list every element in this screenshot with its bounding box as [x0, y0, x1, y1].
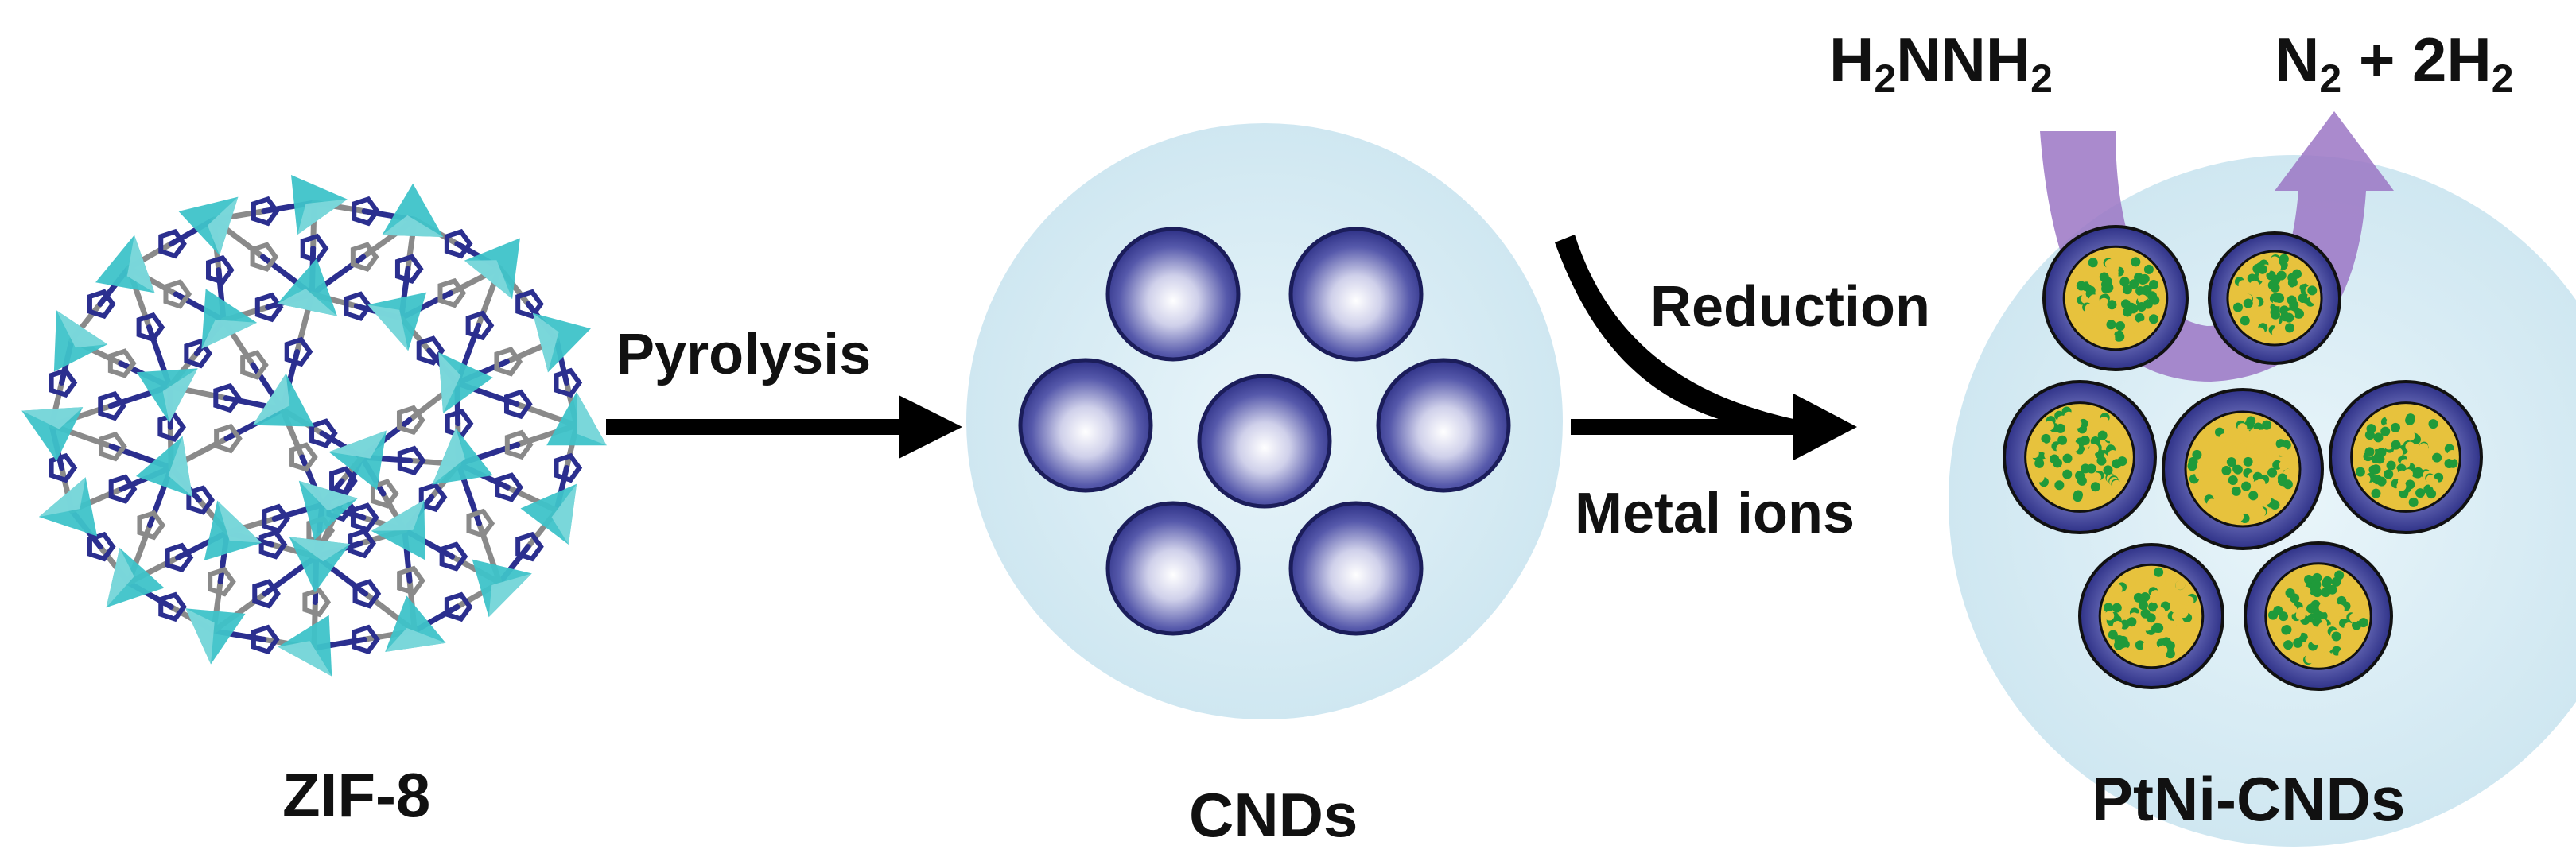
reduction-arrow	[1555, 235, 1857, 460]
ptni-cnds-label: PtNi-CNDs	[2092, 764, 2406, 834]
hydrazine-label: H2NNH2	[1829, 25, 2053, 101]
products-label: N2 + 2H2	[2275, 25, 2514, 101]
zif8-framework	[21, 175, 607, 677]
cnds-spheres	[1018, 227, 1511, 636]
zif8-label: ZIF-8	[282, 760, 431, 830]
metal-ions-label: Metal ions	[1575, 482, 1855, 545]
reduction-label: Reduction	[1650, 275, 1930, 339]
ptni-particles	[2003, 225, 2483, 691]
pyrolysis-label: Pyrolysis	[616, 323, 872, 386]
pyrolysis-arrow	[606, 395, 962, 459]
cnds-label: CNDs	[1189, 780, 1358, 850]
